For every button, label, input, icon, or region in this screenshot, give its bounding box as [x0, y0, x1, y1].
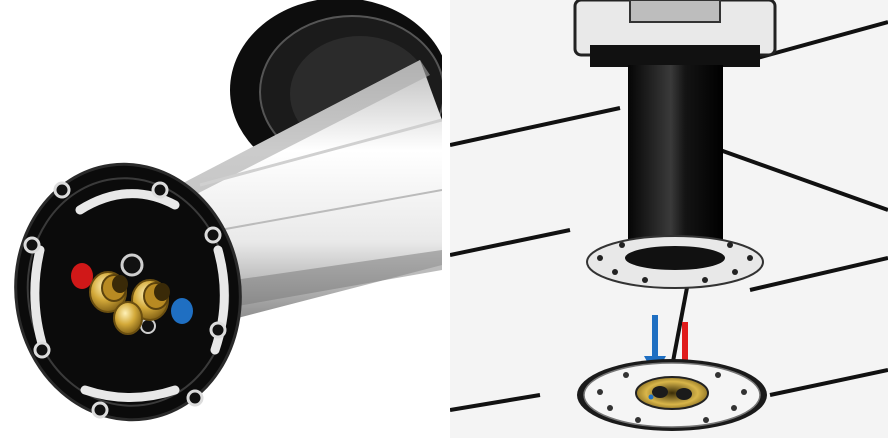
- front-flange: [14, 162, 242, 422]
- flange-slot: [80, 385, 180, 402]
- panel-divider: [442, 0, 450, 438]
- floor-socket-render: [450, 0, 888, 438]
- pipe-bottom-flange: [586, 235, 764, 289]
- right-panel-render: [450, 0, 888, 438]
- hot-indicator-dot: [71, 263, 93, 289]
- top-collar: [573, 0, 777, 67]
- brass-connector-right: [131, 279, 170, 321]
- flange-slot: [210, 245, 229, 355]
- bolt-holes: [23, 181, 227, 419]
- cold-indicator-dot: [171, 298, 193, 324]
- brass-connector-left: [89, 271, 128, 313]
- flange-slot: [75, 189, 180, 215]
- flange-slot: [30, 245, 49, 355]
- left-panel-render: [0, 0, 442, 438]
- brass-connector-lower: [113, 301, 143, 335]
- flange-pipe-render: [14, 0, 442, 422]
- vertical-pipe: [628, 65, 723, 265]
- floor-socket: [577, 359, 767, 431]
